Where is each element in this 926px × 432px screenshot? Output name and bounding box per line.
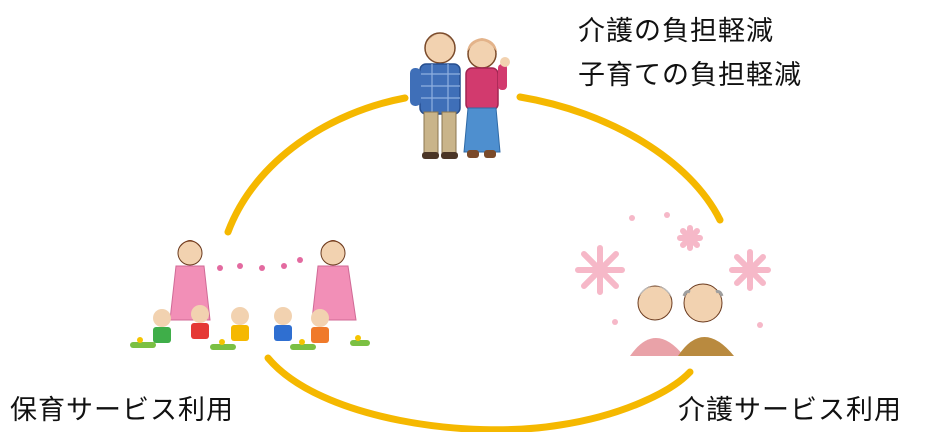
ring-arc-bottom xyxy=(264,354,694,432)
burden-reduction-text: 介護の負担軽減 子育ての負担軽減 xyxy=(578,10,802,98)
top-text-line1: 介護の負担軽減 xyxy=(578,16,774,47)
cycle-ring xyxy=(224,93,724,432)
ring-arc-top-left xyxy=(224,94,409,236)
childcare-service-label: 保育サービス利用 xyxy=(10,395,234,426)
top-text-line2: 子育ての負担軽減 xyxy=(578,60,802,91)
nursing-care-service-label: 介護サービス利用 xyxy=(678,395,902,426)
ring-arc-top-right xyxy=(516,93,724,224)
couple-illustration xyxy=(410,32,510,159)
elderly-couple-illustration xyxy=(575,212,771,356)
cherry-blossom-icon xyxy=(575,225,771,295)
childcare-illustration xyxy=(130,240,370,350)
